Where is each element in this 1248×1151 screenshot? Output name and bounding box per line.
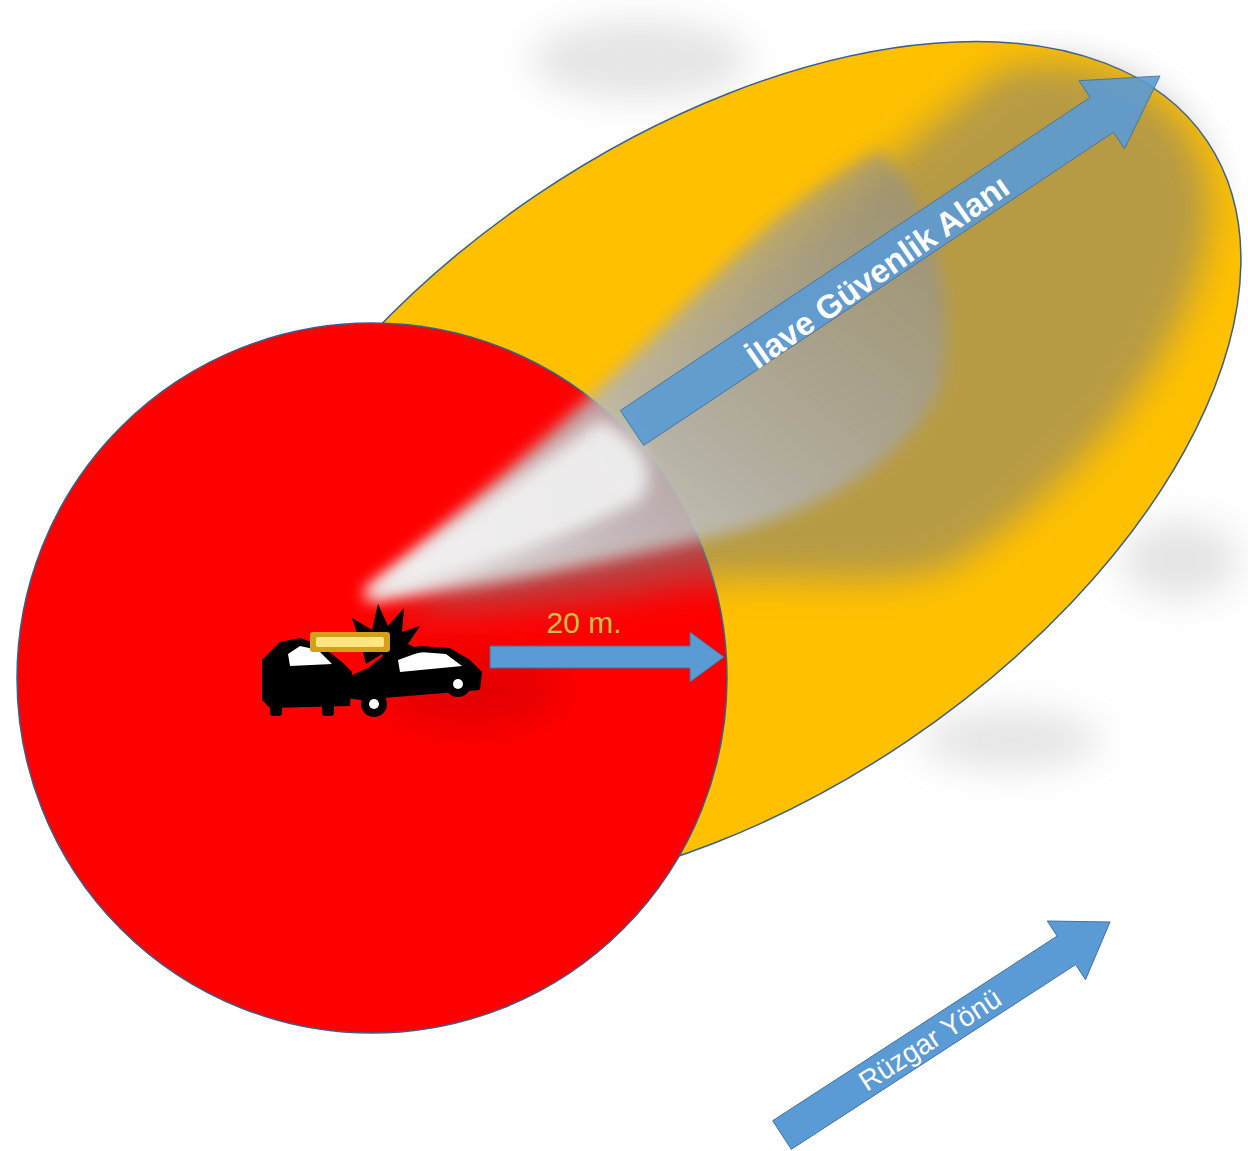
wind-direction-arrow (773, 921, 1110, 1149)
safety-zone-arrow (620, 76, 1160, 446)
explosion-burst (310, 604, 424, 668)
smoke-plume (365, 64, 1211, 725)
wind-direction-label: Rüzgar Yönü (853, 983, 1006, 1098)
distance-label: 20 m. (546, 606, 621, 639)
distance-arrow (490, 632, 724, 682)
